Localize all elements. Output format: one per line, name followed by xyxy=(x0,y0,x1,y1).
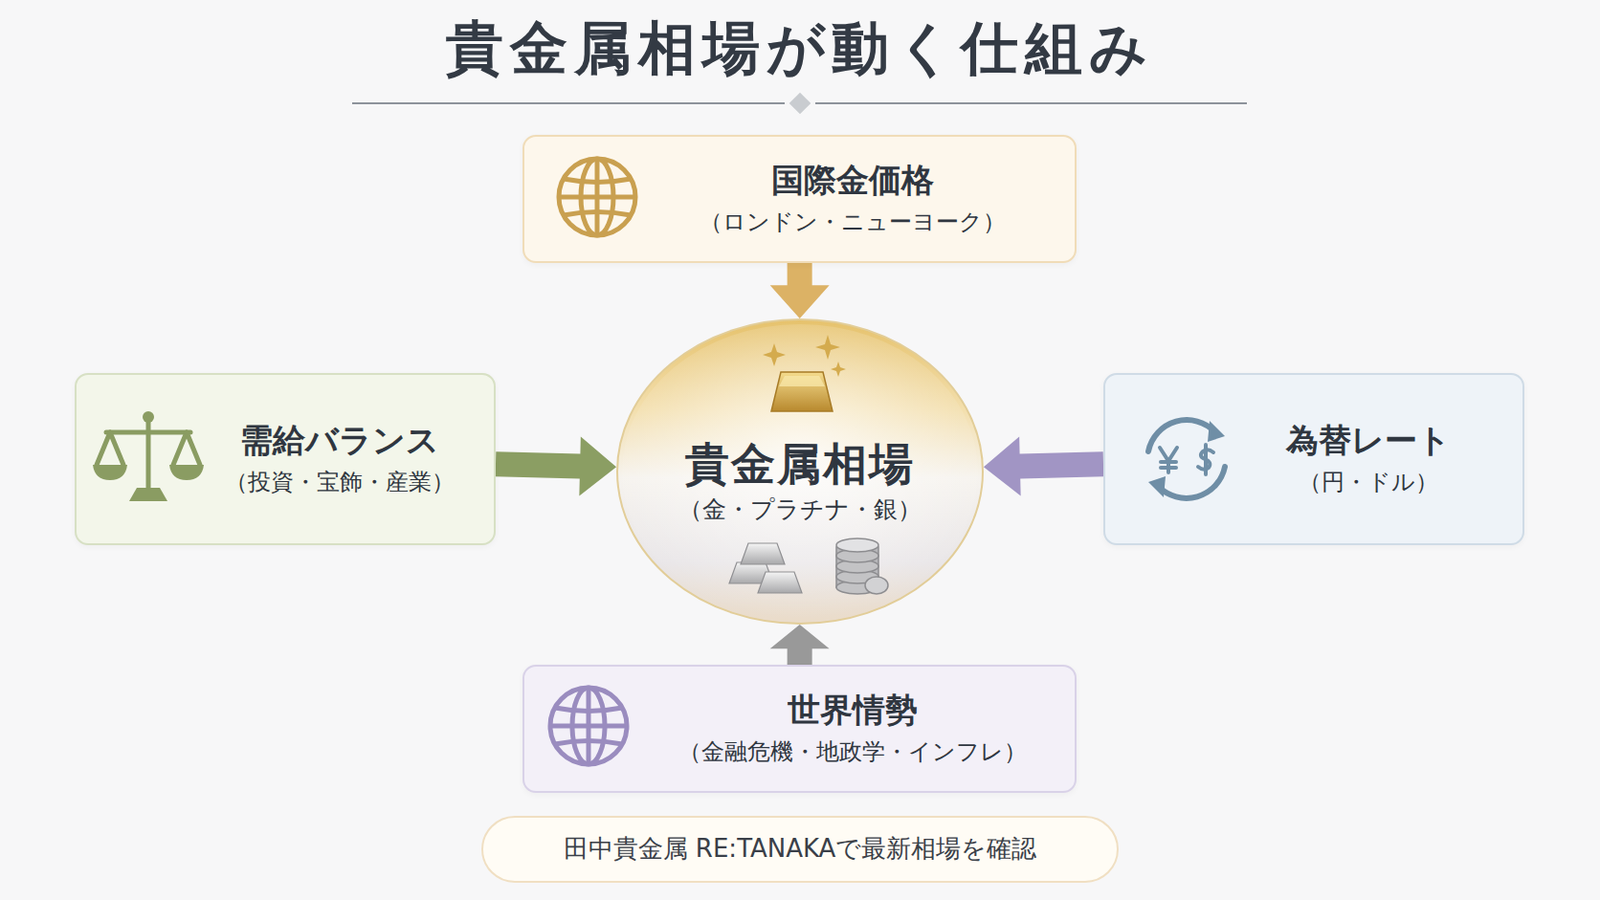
ellipse-shine xyxy=(622,324,978,620)
factor-box: 需給バランス（投資・宝飾・産業） xyxy=(74,373,496,546)
node-content: 世界情勢（金融危機・地政学・インフレ） xyxy=(678,688,1027,770)
diagram-title: 貴金属相場が動く仕組み xyxy=(0,13,1600,83)
link-pill: 田中貴金属 RE:TANAKAで最新相場を確認 xyxy=(481,816,1119,884)
gold-bar-icon xyxy=(762,334,846,412)
node-subtext: （ロンドン・ニューヨーク） xyxy=(699,204,1006,240)
node-content: 国際金価格（ロンドン・ニューヨーク） xyxy=(699,158,1006,240)
block-arrow xyxy=(983,436,1104,496)
node-content: 為替レート（円・ドル） xyxy=(1286,419,1451,500)
node-heading: 貴金属相場 xyxy=(685,437,915,493)
node-heading: 田中貴金属 RE:TANAKAで最新相場を確認 xyxy=(563,833,1038,867)
factor-box: 為替レート（円・ドル） xyxy=(1103,373,1525,546)
scales-icon xyxy=(92,411,204,502)
currency-exchange-icon xyxy=(1148,420,1225,499)
block-arrow xyxy=(495,436,617,496)
block-arrow xyxy=(770,624,830,666)
ellipse-fill xyxy=(617,319,983,624)
globe-icon xyxy=(550,688,627,765)
title-rule xyxy=(352,92,1247,115)
node-heading: 世界情勢 xyxy=(787,688,918,732)
node-subtext: （円・ドル） xyxy=(1298,465,1439,500)
coin-stack-icon xyxy=(836,538,889,595)
node-subtext: （金・プラチナ・銀） xyxy=(678,491,922,529)
node-content: 田中貴金属 RE:TANAKAで最新相場を確認 xyxy=(563,833,1038,867)
node-heading: 国際金価格 xyxy=(771,158,934,201)
factor-box: 国際金価格（ロンドン・ニューヨーク） xyxy=(522,134,1077,264)
node-content: 貴金属相場（金・プラチナ・銀） xyxy=(678,437,922,529)
market-ellipse: 貴金属相場（金・プラチナ・銀） xyxy=(616,318,984,625)
node-subtext: （投資・宝飾・産業） xyxy=(224,465,455,500)
node-subtext: （金融危機・地政学・インフレ） xyxy=(678,734,1027,770)
node-content: 需給バランス（投資・宝飾・産業） xyxy=(224,419,455,500)
node-heading: 為替レート xyxy=(1286,419,1451,462)
globe-icon xyxy=(558,158,636,236)
block-arrow xyxy=(770,263,830,319)
silver-bars-icon xyxy=(729,543,802,594)
node-heading: 需給バランス xyxy=(240,419,440,462)
factor-box: 世界情勢（金融危機・地政学・インフレ） xyxy=(522,665,1077,794)
